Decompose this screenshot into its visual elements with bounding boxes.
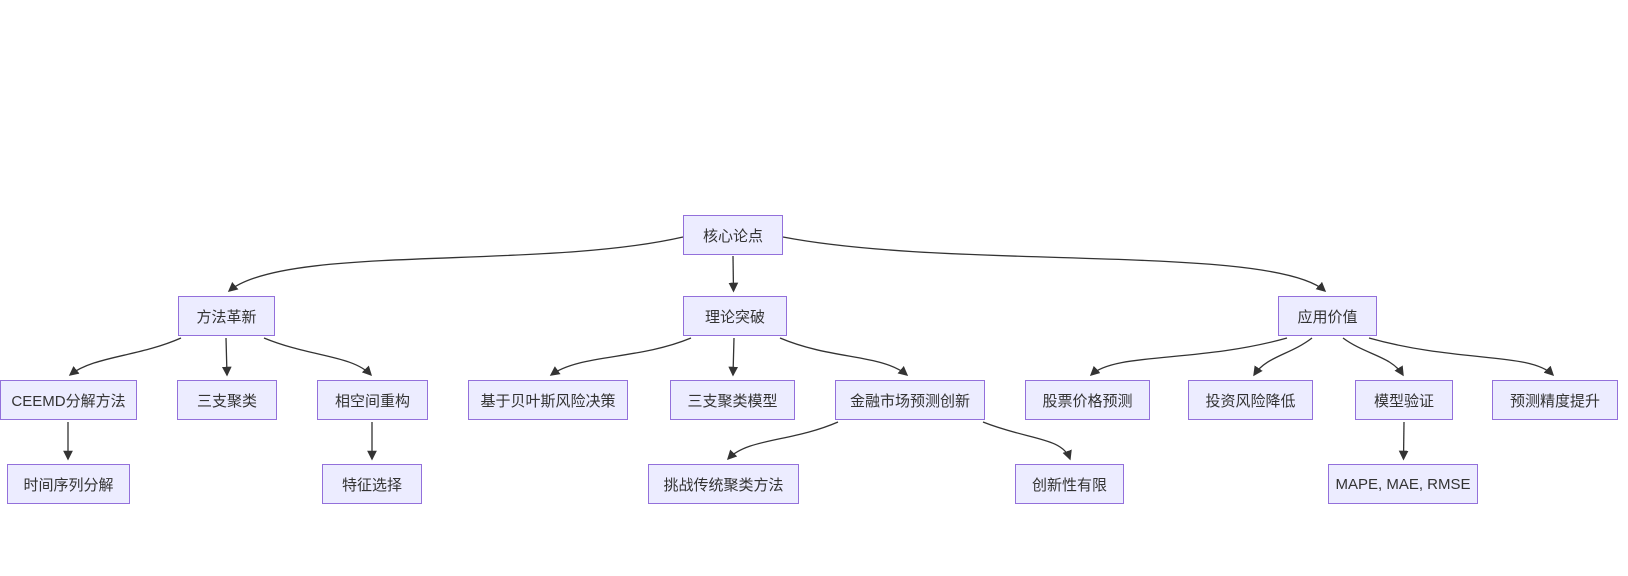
- node-bayes-label: 基于贝叶斯风险决策: [480, 392, 616, 410]
- node-core: 核心论点: [683, 215, 783, 255]
- edge-core-theory: [728, 255, 739, 293]
- node-three-cluster: 三支聚类: [177, 380, 277, 420]
- node-core-label: 核心论点: [702, 227, 763, 245]
- node-three-cluster-label: 三支聚类: [196, 392, 257, 410]
- node-challenge-label: 挑战传统聚类方法: [663, 476, 784, 494]
- node-phase-label: 相空间重构: [334, 392, 410, 410]
- node-finance-label: 金融市场预测创新: [849, 392, 970, 410]
- node-risk: 投资风险降低: [1188, 380, 1313, 420]
- node-theory-label: 理论突破: [704, 308, 765, 326]
- node-value-label: 应用价值: [1297, 308, 1358, 326]
- node-mape: MAPE, MAE, RMSE: [1328, 464, 1478, 504]
- edge-core-method: [227, 236, 684, 292]
- edge-value-stock: [1089, 337, 1288, 376]
- node-stock-label: 股票价格预测: [1042, 392, 1133, 410]
- node-limited: 创新性有限: [1015, 464, 1124, 504]
- node-timeseries-label: 时间序列分解: [23, 476, 114, 494]
- node-validate-label: 模型验证: [1373, 392, 1434, 410]
- node-limited-label: 创新性有限: [1031, 476, 1107, 494]
- node-phase: 相空间重构: [317, 380, 428, 420]
- edge-core-value: [782, 236, 1327, 292]
- edge-theory-three-model: [728, 337, 739, 377]
- node-three-model: 三支聚类模型: [670, 380, 795, 420]
- node-feature: 特征选择: [322, 464, 422, 504]
- node-method-label: 方法革新: [196, 308, 257, 326]
- edge-method-ceemd: [68, 337, 182, 376]
- node-risk-label: 投资风险降低: [1205, 392, 1296, 410]
- edge-method-three-cluster: [221, 337, 232, 377]
- node-validate: 模型验证: [1355, 380, 1453, 420]
- edge-value-validate: [1342, 337, 1404, 377]
- node-precision: 预测精度提升: [1492, 380, 1618, 420]
- edge-method-phase: [263, 337, 373, 377]
- node-feature-label: 特征选择: [341, 476, 402, 494]
- node-timeseries: 时间序列分解: [7, 464, 130, 504]
- node-theory: 理论突破: [683, 296, 787, 336]
- edge-theory-bayes: [549, 337, 692, 376]
- node-value: 应用价值: [1278, 296, 1377, 336]
- node-ceemd-label: CEEMD分解方法: [11, 392, 126, 410]
- node-stock: 股票价格预测: [1025, 380, 1150, 420]
- node-finance: 金融市场预测创新: [835, 380, 985, 420]
- edge-finance-challenge: [726, 421, 839, 461]
- node-ceemd: CEEMD分解方法: [0, 380, 137, 420]
- node-three-model-label: 三支聚类模型: [687, 392, 778, 410]
- node-precision-label: 预测精度提升: [1509, 392, 1600, 410]
- edge-value-risk: [1253, 337, 1313, 377]
- node-mape-label: MAPE, MAE, RMSE: [1335, 475, 1471, 493]
- node-bayes: 基于贝叶斯风险决策: [468, 380, 628, 420]
- edge-validate-mape: [1398, 421, 1409, 461]
- node-challenge: 挑战传统聚类方法: [648, 464, 799, 504]
- edge-theory-finance: [779, 337, 909, 376]
- edge-finance-limited: [982, 421, 1072, 461]
- edge-value-precision: [1368, 337, 1555, 377]
- node-method: 方法革新: [178, 296, 275, 336]
